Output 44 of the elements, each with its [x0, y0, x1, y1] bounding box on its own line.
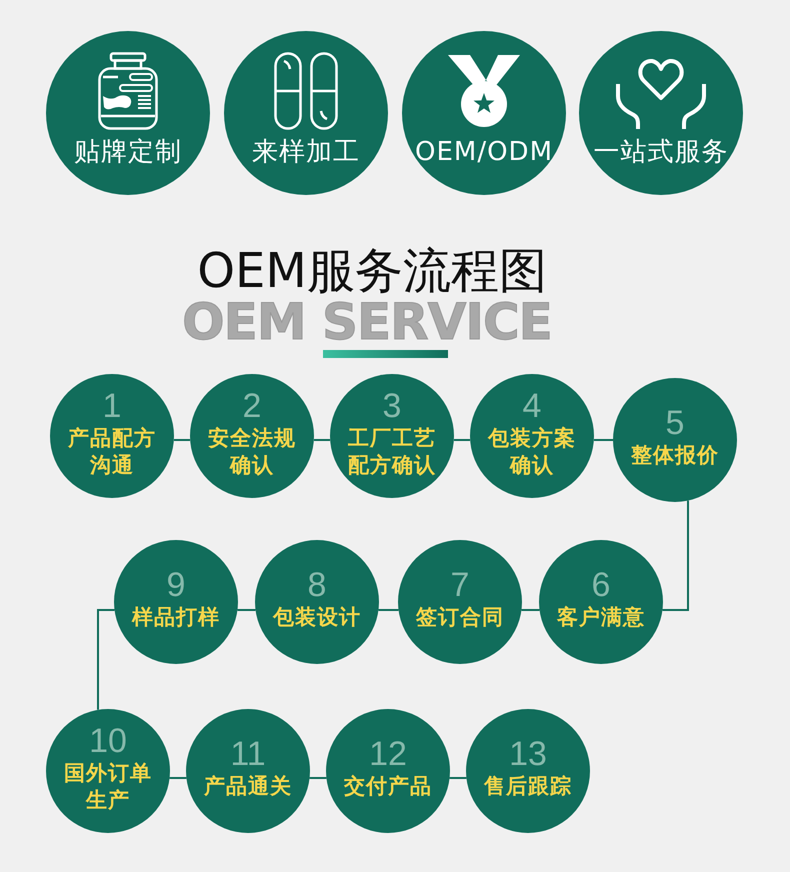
- service-label: 来样加工: [252, 136, 360, 168]
- step-number: 13: [509, 741, 547, 768]
- connector-line: [662, 500, 689, 611]
- connector-line: [238, 609, 256, 611]
- connector-line: [310, 777, 326, 779]
- step-number: 9: [166, 572, 186, 600]
- step-label: 国外订单生产: [64, 760, 152, 814]
- step-label: 交付产品: [344, 773, 432, 800]
- step-label: 安全法规确认: [208, 424, 296, 480]
- step-label: 签订合同: [416, 604, 504, 632]
- step-number: 10: [89, 728, 127, 755]
- service-label: 一站式服务: [594, 136, 728, 168]
- connector-line: [314, 439, 330, 441]
- service-label: OEM/ODM: [415, 136, 553, 168]
- step-label: 客户满意: [557, 604, 645, 632]
- step-number: 11: [230, 741, 266, 768]
- step-number: 1: [102, 392, 122, 420]
- step-label: 工厂工艺配方确认: [348, 424, 436, 480]
- step-label: 整体报价: [631, 442, 719, 470]
- step-number: 12: [369, 741, 407, 768]
- step-number: 3: [382, 392, 402, 420]
- step-label: 产品通关: [204, 773, 292, 800]
- connector-line: [450, 777, 466, 779]
- connector-line: [378, 609, 398, 611]
- background-subtitle: OEM SERVICE: [182, 297, 552, 347]
- step-number: 4: [522, 392, 542, 420]
- connector-line: [170, 777, 186, 779]
- diagram-title: OEM服务流程图: [197, 246, 547, 296]
- step-label: 样品打样: [132, 604, 220, 632]
- step-label: 包装设计: [273, 604, 361, 632]
- step-label: 售后跟踪: [484, 773, 572, 800]
- step-number: 8: [308, 572, 326, 600]
- step-number: 5: [666, 410, 684, 438]
- connector-line: [97, 609, 114, 710]
- service-label: 贴牌定制: [74, 136, 182, 168]
- step-number: 2: [242, 392, 262, 420]
- step-number: 7: [450, 572, 470, 600]
- connector-line: [594, 439, 613, 441]
- connector-line: [174, 439, 190, 441]
- step-number: 6: [592, 572, 610, 600]
- connector-line: [522, 609, 540, 611]
- step-label: 产品配方沟通: [68, 424, 156, 480]
- connector-line: [454, 439, 470, 441]
- step-label: 包装方案确认: [488, 424, 576, 480]
